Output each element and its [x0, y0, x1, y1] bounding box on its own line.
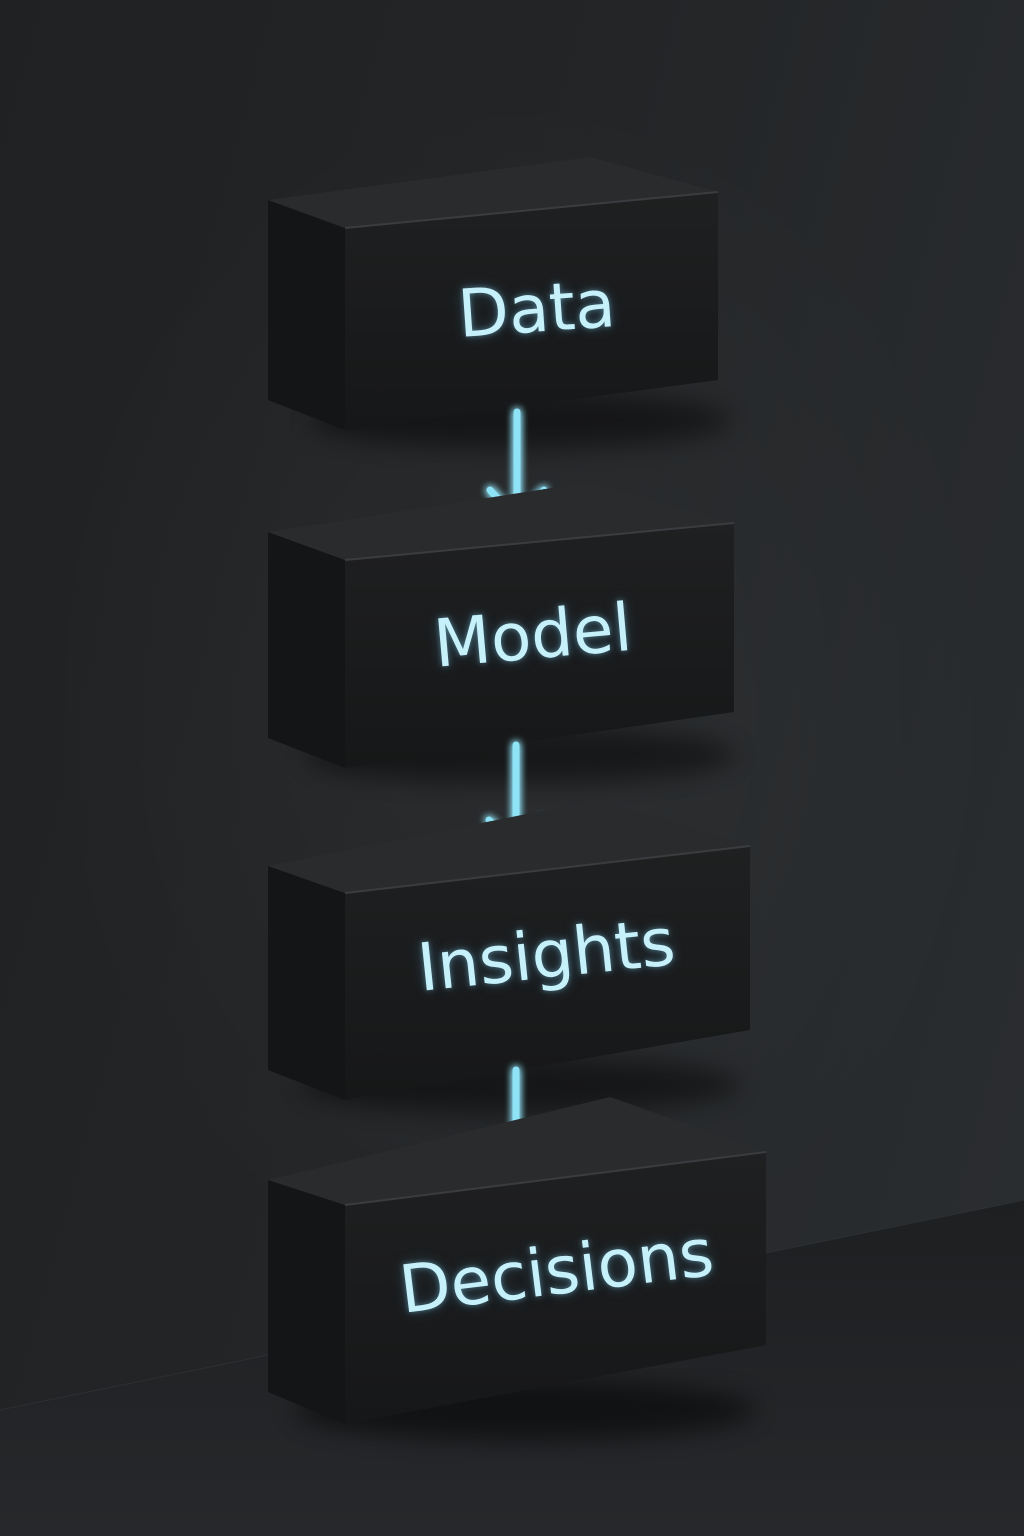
step-label-data: Data — [455, 265, 618, 353]
